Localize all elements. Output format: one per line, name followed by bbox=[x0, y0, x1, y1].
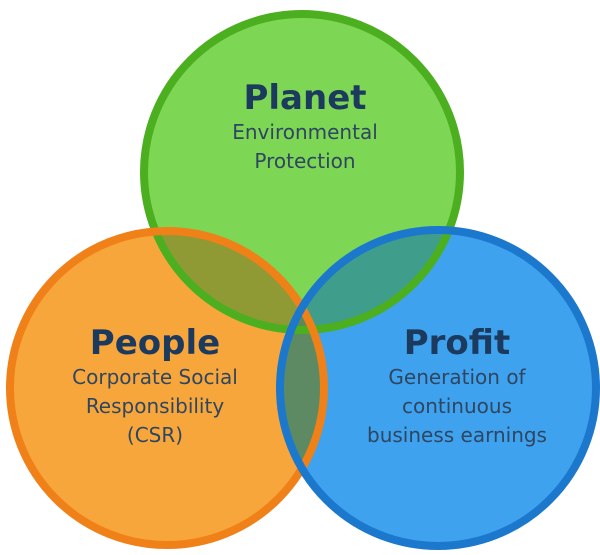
overlap-planet-people bbox=[144, 231, 324, 330]
profit-description-line-2: continuous bbox=[402, 394, 512, 418]
people-description-line-2: Responsibility bbox=[85, 394, 225, 418]
people-title: People bbox=[89, 323, 221, 363]
profit-label: Profit Generation of continuous business… bbox=[312, 323, 600, 450]
planet-circle-outline bbox=[140, 10, 464, 334]
profit-description-line-1: Generation of bbox=[388, 365, 526, 389]
profit-circle-outline bbox=[276, 226, 600, 550]
people-description-line-3: (CSR) bbox=[126, 423, 184, 447]
people-label: People Corporate Social Responsibility (… bbox=[20, 323, 290, 450]
planet-label: Planet Environmental Protection bbox=[170, 78, 440, 176]
planet-title: Planet bbox=[243, 78, 367, 118]
profit-description-line-3: business earnings bbox=[367, 423, 547, 447]
overlap-planet-profit bbox=[280, 230, 460, 330]
profit-title: Profit bbox=[403, 323, 511, 363]
planet-description-line-1: Environmental bbox=[232, 120, 378, 144]
people-circle-outline bbox=[6, 227, 328, 549]
planet-description-line-2: Protection bbox=[254, 149, 356, 173]
people-description-line-1: Corporate Social bbox=[72, 365, 238, 389]
